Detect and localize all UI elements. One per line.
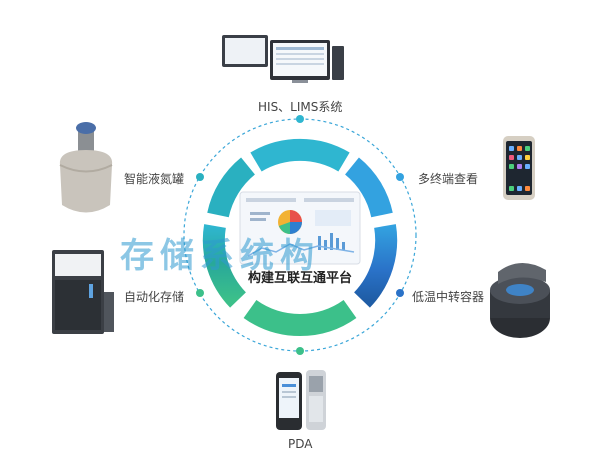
liquid-nitrogen-tank-image	[59, 122, 113, 213]
his-lims-monitors-image	[222, 35, 344, 83]
ring-segments	[202, 138, 398, 337]
ring-segment-left	[202, 224, 247, 308]
pda-devices-image	[276, 370, 326, 430]
label-smart-ln-tank: 智能液氮罐	[124, 172, 185, 186]
smartphone-image	[503, 136, 535, 200]
dot-upper-right	[396, 173, 404, 181]
label-low-temp-container: 低温中转容器	[412, 290, 485, 304]
ring-segment-upper-right	[344, 157, 393, 218]
ring-segment-top	[250, 138, 350, 172]
label-his-lims: HIS、LIMS系统	[258, 100, 343, 114]
transfer-container-image	[490, 262, 550, 338]
ring-segment-right	[353, 224, 398, 308]
dot-upper-left	[196, 173, 204, 181]
center-dashboard-image	[239, 191, 361, 265]
label-multi-terminal: 多终端查看	[418, 172, 479, 186]
dot-bottom	[296, 347, 304, 355]
label-pda: PDA	[288, 437, 313, 451]
ring-segment-upper-left	[207, 157, 256, 218]
dot-lower-left	[196, 289, 204, 297]
label-automated-storage: 自动化存储	[124, 290, 185, 304]
ring-segment-bottom	[243, 299, 357, 337]
ring-dots	[196, 115, 404, 355]
center-title: 构建互联互通平台	[247, 271, 352, 286]
automated-storage-image	[52, 250, 114, 334]
dot-lower-right	[396, 289, 404, 297]
overlay-text: 存储系统构	[120, 236, 320, 276]
dot-top	[296, 115, 304, 123]
